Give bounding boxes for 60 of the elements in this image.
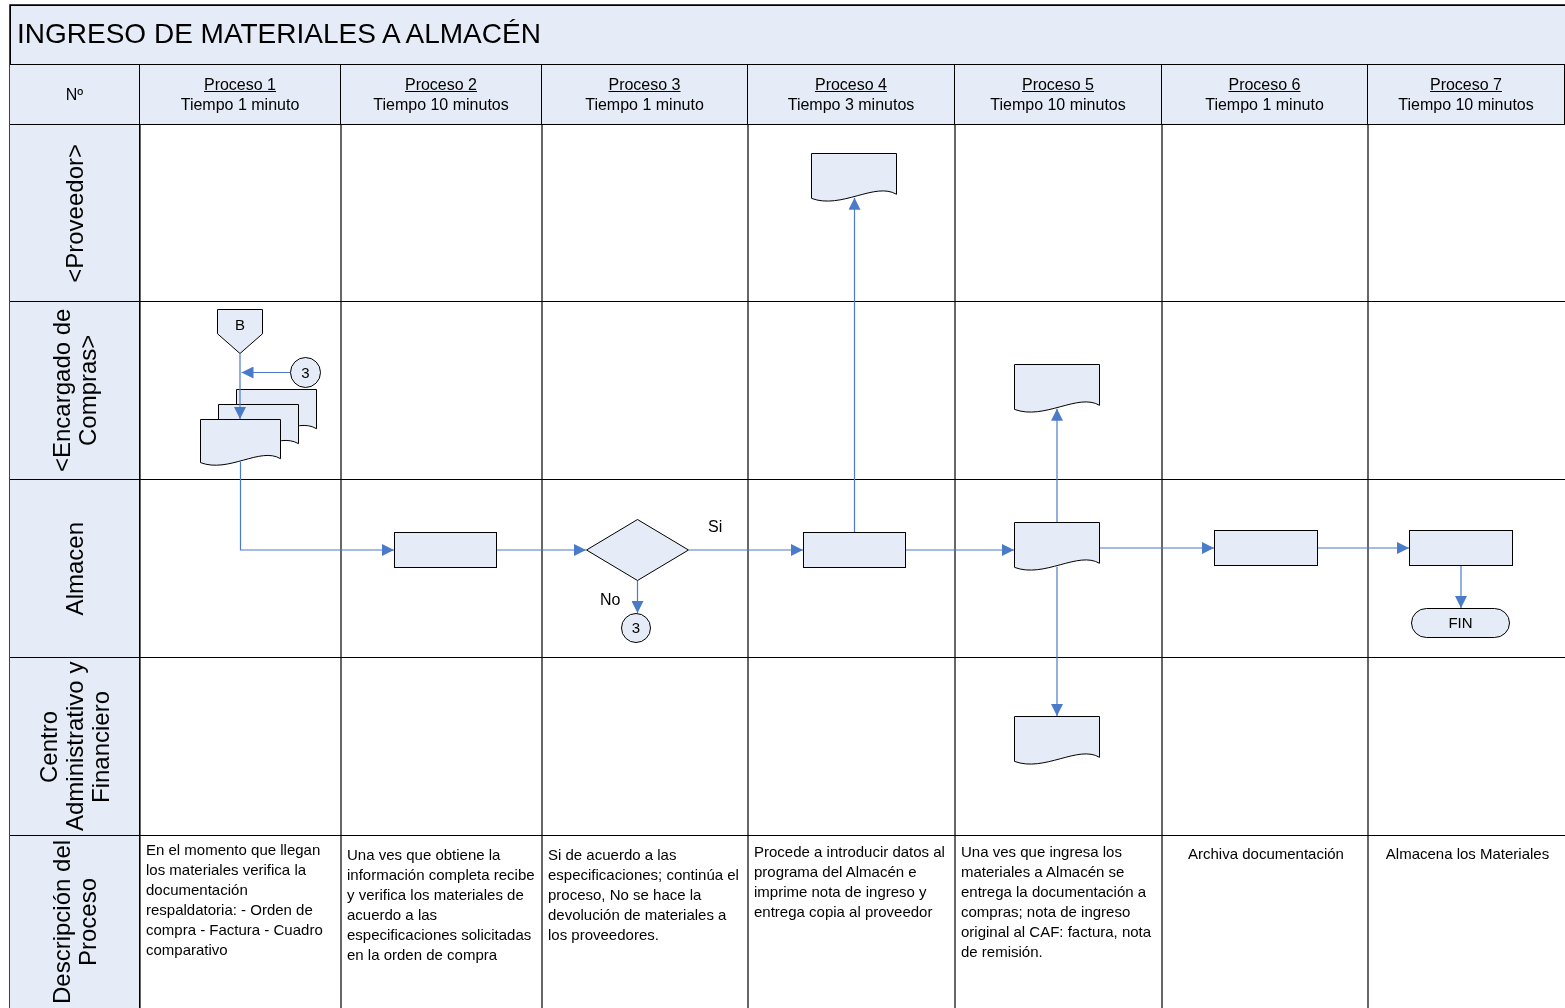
swimlane	[10, 301, 1565, 479]
document-symbol	[811, 152, 897, 205]
arrow	[239, 461, 395, 556]
arrow	[1099, 542, 1215, 554]
process-name: Proceso 3	[608, 74, 681, 95]
swimlane	[10, 124, 1565, 301]
process-name: Proceso 6	[1228, 74, 1301, 95]
process-time: Tiempo 10 minutos	[1398, 94, 1534, 115]
arrow	[1051, 566, 1063, 717]
swimlane	[10, 479, 1565, 657]
process-box	[803, 531, 906, 568]
process-description: Si de acuerdo a las especificaciones; continúa el proceso, No se hace la devolución de materiales a los proveedores.	[548, 844, 740, 945]
header-cell: Nº	[10, 65, 140, 124]
arrow	[631, 580, 644, 614]
process-time: Tiempo 1 minuto	[585, 94, 704, 115]
process-name: Proceso 2	[404, 74, 477, 95]
connector-circle: 3	[290, 356, 321, 388]
process-time: Tiempo 1 minuto	[1205, 94, 1324, 115]
process-time: Tiempo 10 minutos	[990, 94, 1126, 115]
multi-document-symbol	[200, 388, 317, 469]
process-time: Tiempo 3 minutos	[787, 94, 915, 115]
process-description: En el momento que llegan los materiales verifica la documentación respaldatoria: - Orden de compra - Factura - Cuadro comparativo	[146, 839, 324, 960]
process-description: Una ves que obtiene la información completa recibe y verifica los materiales de acuerdo a las especificaciones solicitadas en la orden de compra	[347, 844, 536, 965]
lane-label: Centro Administrativo y Financiero	[35, 660, 114, 834]
process-name: Proceso 1	[203, 74, 276, 95]
offpage-connector: B	[217, 308, 263, 354]
arrow	[1455, 565, 1467, 609]
swimlane	[10, 835, 1565, 1008]
arrow	[234, 353, 246, 420]
diagram-title: INGRESO DE MATERIALES A ALMACÉN	[17, 18, 541, 50]
process-description: Una ves que ingresa los materiales a Almacén se entrega la documentación a compras; nota de ingreso original al CAF: factura, nota de remisión.	[961, 841, 1153, 962]
process-name: Proceso 7	[1429, 74, 1502, 95]
process-box	[1409, 529, 1513, 566]
arrow	[848, 197, 861, 533]
connector-circle: 3	[621, 612, 651, 643]
process-box	[394, 531, 497, 568]
arrow	[688, 544, 804, 556]
document-symbol	[1014, 715, 1100, 768]
decision-diamond	[586, 518, 689, 581]
document-symbol	[1014, 521, 1100, 574]
lane-label: Descripción del Proceso	[48, 838, 101, 1007]
arrow	[496, 544, 587, 556]
lane-label: <Encargado de Compras>	[48, 307, 101, 475]
lane-label: <Proveedor>	[61, 143, 88, 283]
process-description: Archiva documentación	[1187, 843, 1345, 864]
process-box	[1214, 529, 1318, 566]
arrow	[905, 544, 1015, 556]
process-description: Almacena los Materiales	[1384, 843, 1551, 864]
arrow	[240, 366, 291, 379]
process-description: Procede a introducir datos al programa del Almacén e imprime nota de ingreso y entrega copia al proveedor	[754, 841, 946, 922]
terminator: FIN	[1411, 607, 1510, 638]
process-name: Proceso 5	[1021, 74, 1094, 95]
process-time: Tiempo 1 minuto	[180, 94, 300, 115]
lane-label: Almacen	[61, 521, 88, 616]
swimlane	[10, 657, 1565, 835]
process-name: Proceso 4	[814, 74, 887, 95]
arrow	[1317, 542, 1410, 554]
process-time: Tiempo 10 minutos	[373, 94, 509, 115]
arrow	[1051, 408, 1063, 523]
document-symbol	[1014, 363, 1100, 416]
